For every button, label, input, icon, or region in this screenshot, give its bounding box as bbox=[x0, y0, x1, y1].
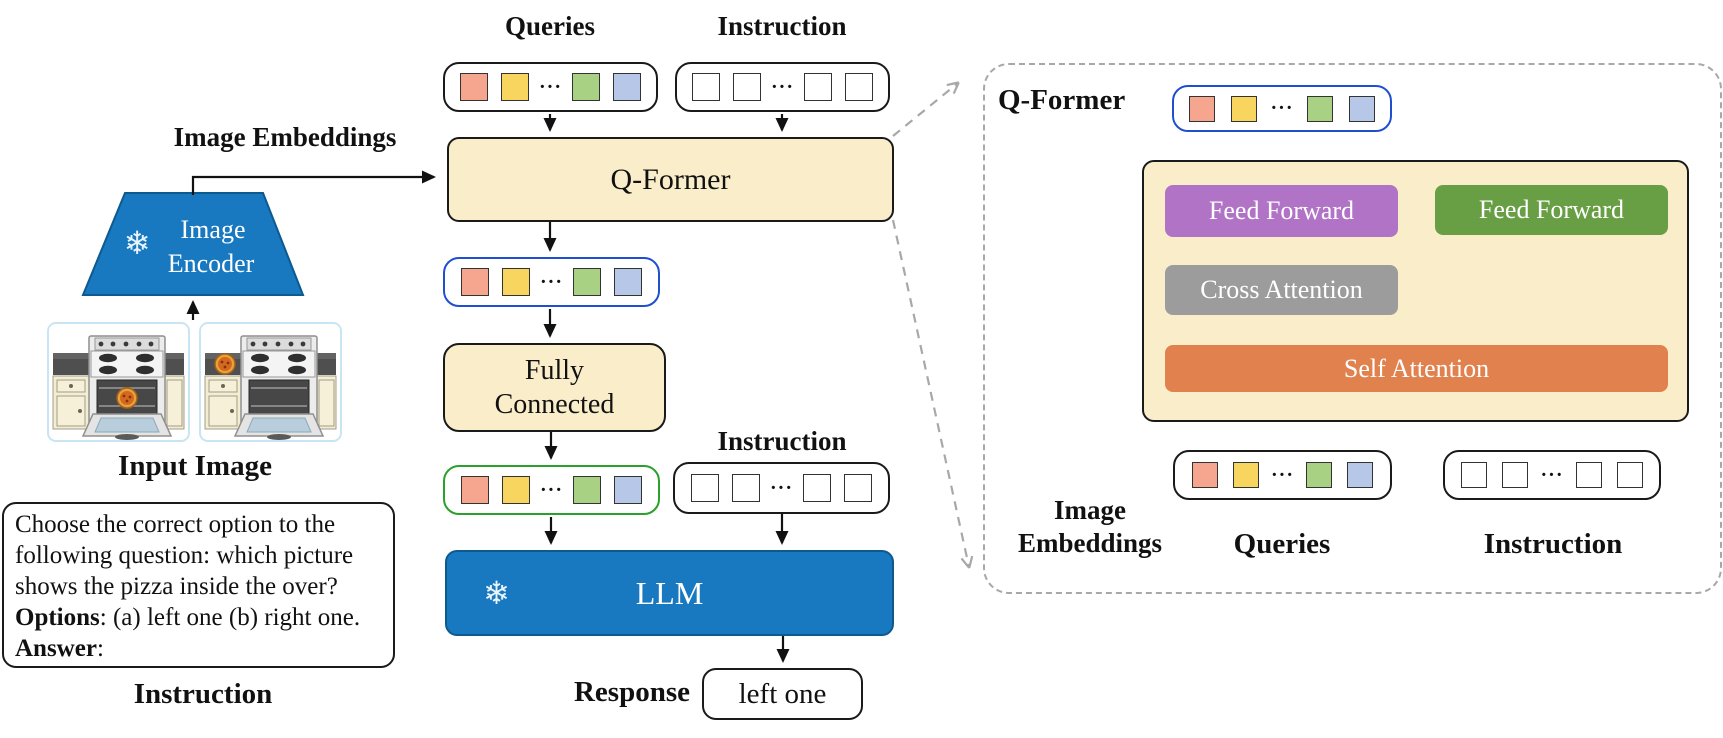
query-token-salmon bbox=[460, 268, 489, 296]
feed-forward-left-box: Feed Forward bbox=[1165, 185, 1398, 237]
instruction-token bbox=[804, 73, 832, 101]
image-embeddings-line2: Embeddings bbox=[1017, 528, 1163, 558]
query-token-salmon bbox=[1191, 462, 1218, 488]
query-token-blue bbox=[1347, 462, 1373, 488]
query-token-green bbox=[1306, 462, 1332, 488]
fully-connected-line1: Fully bbox=[524, 354, 585, 386]
ellipsis: ··· bbox=[769, 476, 793, 499]
instruction-token bbox=[1502, 462, 1529, 488]
ellipsis: ··· bbox=[770, 75, 794, 98]
feed-forward-right-box: Feed Forward bbox=[1435, 185, 1668, 235]
query-token-blue bbox=[614, 268, 642, 296]
instruction-line: shows the pizza inside the over? bbox=[15, 573, 338, 600]
instruction-token bbox=[1461, 462, 1488, 488]
query-token-salmon bbox=[460, 476, 489, 504]
zoom-callout-arrows bbox=[891, 81, 974, 569]
queries-label-right: Queries bbox=[1233, 528, 1331, 560]
query-token-yellow bbox=[501, 476, 530, 504]
query-token-salmon bbox=[459, 73, 488, 101]
instruction-token bbox=[732, 73, 761, 101]
query-token-yellow bbox=[1231, 95, 1258, 122]
cross-attention-box: Cross Attention bbox=[1165, 265, 1398, 315]
qformer-box-label: Q-Former bbox=[610, 162, 731, 196]
fully-connected-line2: Connected bbox=[494, 388, 615, 420]
query-token-green bbox=[573, 268, 601, 296]
ellipsis: ··· bbox=[1270, 463, 1294, 486]
self-attention-label: Self Attention bbox=[1343, 353, 1490, 383]
response-box: left one bbox=[702, 668, 863, 720]
instruction-token-row-right: ··· bbox=[1443, 450, 1661, 500]
instruction-label-mid: Instruction bbox=[717, 426, 847, 456]
response-value: left one bbox=[738, 677, 827, 710]
query-token-blue bbox=[614, 476, 642, 504]
qformer-box: Q-Former bbox=[447, 137, 894, 222]
self-attention-box: Self Attention bbox=[1165, 345, 1668, 392]
snowflake-icon: ❄ bbox=[124, 224, 151, 262]
image-embeddings-label-right: Image Embeddings bbox=[1000, 494, 1180, 560]
instruction-token bbox=[1616, 462, 1643, 488]
ellipsis: ··· bbox=[539, 270, 563, 293]
instruction-text-box: Choose the correct option to the followi… bbox=[2, 502, 395, 668]
query-token-blue bbox=[613, 73, 641, 101]
query-token-yellow bbox=[500, 73, 529, 101]
feed-forward-right-label: Feed Forward bbox=[1478, 195, 1625, 224]
input-image-label: Input Image bbox=[118, 450, 272, 482]
instruction-line: Answer: bbox=[15, 635, 104, 662]
query-token-green bbox=[1306, 95, 1333, 122]
ellipsis: ··· bbox=[1270, 97, 1294, 119]
image-encoder: ❄ Image Encoder bbox=[81, 192, 305, 296]
instruction-line: Options: (a) left one (b) right one. bbox=[15, 604, 361, 631]
llm-box: ❄ LLM bbox=[445, 550, 894, 636]
cross-attention-label: Cross Attention bbox=[1200, 275, 1363, 304]
instruction-line: following question: which picture bbox=[15, 542, 354, 569]
instruction-token bbox=[845, 73, 873, 101]
instruction-label-top: Instruction bbox=[717, 11, 847, 41]
qformer-output-token-row: ··· bbox=[443, 257, 660, 307]
queries-token-row-right: ··· bbox=[1173, 450, 1392, 500]
instruction-label-right: Instruction bbox=[1483, 528, 1623, 560]
query-token-green bbox=[573, 476, 601, 504]
query-token-salmon bbox=[1189, 95, 1216, 122]
llm-box-label: LLM bbox=[635, 574, 704, 611]
instruction-token-row-mid: ··· bbox=[673, 462, 890, 514]
input-image-left-oven bbox=[47, 322, 190, 442]
query-token-yellow bbox=[1232, 462, 1259, 488]
query-token-blue bbox=[1348, 95, 1375, 122]
snowflake-icon: ❄ bbox=[483, 574, 510, 612]
query-token-green bbox=[572, 73, 600, 101]
image-encoder-label-line2: Encoder bbox=[168, 249, 255, 278]
qformer-detail-title: Q-Former bbox=[998, 84, 1126, 116]
instruction-token bbox=[1575, 462, 1602, 488]
feed-forward-left-label: Feed Forward bbox=[1208, 196, 1355, 225]
instruction-token bbox=[844, 474, 872, 502]
ellipsis: ··· bbox=[1540, 463, 1564, 486]
ellipsis: ··· bbox=[538, 75, 562, 98]
instruction-token bbox=[690, 474, 719, 502]
instruction-token bbox=[691, 73, 720, 101]
projected-token-row: ··· bbox=[443, 465, 660, 515]
image-encoder-label-line1: Image bbox=[181, 215, 246, 244]
queries-label-top: Queries bbox=[505, 11, 595, 41]
queries-token-row-top: ··· bbox=[443, 62, 658, 112]
qformer-detail-output-token-row: ··· bbox=[1172, 85, 1392, 132]
query-token-yellow bbox=[501, 268, 530, 296]
instruction-label-left: Instruction bbox=[133, 678, 273, 710]
instruction-line: Choose the correct option to the bbox=[15, 511, 336, 538]
input-image-right-oven bbox=[199, 322, 342, 442]
instruction-token-row-top: ··· bbox=[675, 62, 890, 112]
ellipsis: ··· bbox=[539, 478, 563, 501]
instruction-token bbox=[731, 474, 760, 502]
fully-connected-box: Fully Connected bbox=[443, 343, 666, 432]
instruction-token bbox=[803, 474, 831, 502]
response-label: Response bbox=[573, 676, 690, 708]
image-embeddings-label: Image Embeddings bbox=[173, 122, 397, 152]
image-embeddings-line1: Image bbox=[1054, 495, 1126, 525]
